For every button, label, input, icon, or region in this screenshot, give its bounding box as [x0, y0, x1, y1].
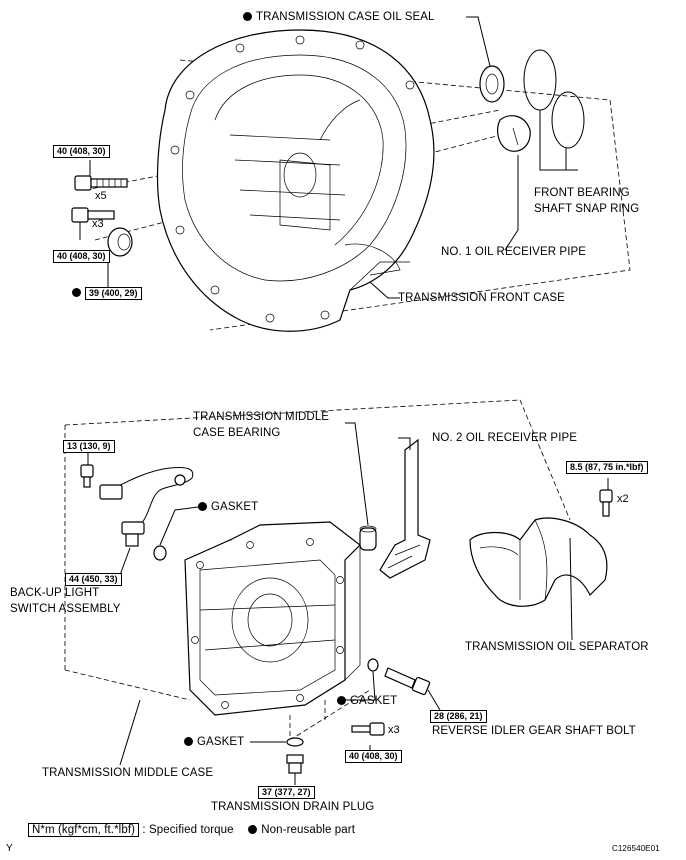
torque-drain-plug: 37 (377, 27) — [258, 786, 315, 799]
drain-plug-part — [286, 754, 304, 774]
nonreusable-dot-icon — [248, 825, 258, 834]
label-no1-oil-receiver-pipe: NO. 1 OIL RECEIVER PIPE — [441, 246, 587, 258]
nonreusable-dot-icon — [72, 288, 81, 297]
label-middle-case-bearing-line2: CASE BEARING — [193, 427, 281, 439]
switch-bolt-part — [80, 464, 94, 488]
label-no2-oil-receiver-pipe: NO. 2 OIL RECEIVER PIPE — [432, 432, 578, 444]
qty-bolt-x5: x5 — [95, 190, 107, 202]
front-bearing-snap-ring-part — [523, 49, 585, 149]
middle-case-bearing-part — [359, 525, 377, 551]
nonreusable-dot-icon — [337, 696, 346, 705]
torque-switch: 44 (450, 33) — [65, 573, 122, 586]
front-case-plug-part — [107, 227, 133, 257]
legend: N*m (kgf*cm, ft.*lbf) : Specified torque… — [28, 823, 355, 837]
label-front-case: TRANSMISSION FRONT CASE — [398, 292, 565, 304]
legend-unit-box: N*m (kgf*cm, ft.*lbf) — [28, 823, 140, 837]
torque-plug-top: 39 (400, 29) — [85, 287, 142, 300]
qty-bolt-x3-top: x3 — [92, 218, 104, 230]
label-middle-case-bearing-line1: TRANSMISSION MIDDLE — [193, 411, 330, 423]
case-oil-seal-part — [479, 65, 505, 103]
transmission-middle-case-part — [184, 521, 361, 716]
torque-bolt-x3-bottom: 40 (408, 30) — [345, 750, 402, 763]
transmission-oil-separator-part — [469, 517, 608, 607]
separator-bolt-part — [599, 489, 613, 517]
front-case-bolt-x5-part — [74, 175, 128, 191]
nonreusable-dot-icon — [184, 737, 193, 746]
middle-case-bolt-x3-part — [351, 722, 385, 736]
label-reverse-idler-bolt: REVERSE IDLER GEAR SHAFT BOLT — [432, 725, 636, 737]
legend-unit-text: : Specified torque — [142, 824, 234, 836]
nonreusable-dot-icon — [243, 12, 252, 21]
qty-separator-bolt-x2: x2 — [617, 493, 629, 505]
nonreusable-dot-icon — [198, 502, 207, 511]
label-snap-ring-line1: FRONT BEARING — [534, 187, 630, 199]
torque-idler-bolt: 28 (286, 21) — [430, 710, 487, 723]
legend-nonreusable-text: Non-reusable part — [261, 824, 356, 836]
corner-mark: Y — [6, 843, 13, 854]
torque-bolt-x5: 40 (408, 30) — [53, 145, 110, 158]
switch-gasket-part — [153, 545, 167, 561]
label-drain-plug: TRANSMISSION DRAIN PLUG — [211, 801, 375, 813]
torque-switch-bolt: 13 (130, 9) — [63, 440, 115, 453]
label-oil-separator: TRANSMISSION OIL SEPARATOR — [465, 641, 649, 653]
label-backup-switch-line2: SWITCH ASSEMBLY — [10, 603, 121, 615]
label-case-oil-seal: TRANSMISSION CASE OIL SEAL — [243, 10, 435, 24]
reverse-idler-bolt-part — [384, 667, 431, 696]
no2-oil-receiver-pipe-part — [379, 438, 431, 579]
backup-light-switch-part — [99, 467, 194, 547]
torque-plug-top-wrap — [72, 286, 85, 300]
figure-code: C126540E01 — [612, 844, 660, 853]
torque-separator-bolt: 8.5 (87, 75 in.*lbf) — [566, 461, 648, 474]
label-gasket-switch: GASKET — [198, 500, 258, 514]
qty-bolt-x3-bottom: x3 — [388, 724, 400, 736]
label-gasket-drain: GASKET — [184, 735, 244, 749]
label-snap-ring-line2: SHAFT SNAP RING — [534, 203, 640, 215]
label-middle-case: TRANSMISSION MIDDLE CASE — [42, 767, 214, 779]
label-backup-switch-line1: BACK-UP LIGHT — [10, 587, 100, 599]
transmission-front-case-part — [156, 29, 435, 332]
torque-bolt-x3-top: 40 (408, 30) — [53, 250, 110, 263]
idler-gasket-part — [367, 658, 379, 672]
no1-oil-receiver-pipe-part — [497, 115, 531, 152]
label-gasket-idler: GASKET — [337, 694, 397, 708]
drain-gasket-part — [286, 737, 304, 747]
